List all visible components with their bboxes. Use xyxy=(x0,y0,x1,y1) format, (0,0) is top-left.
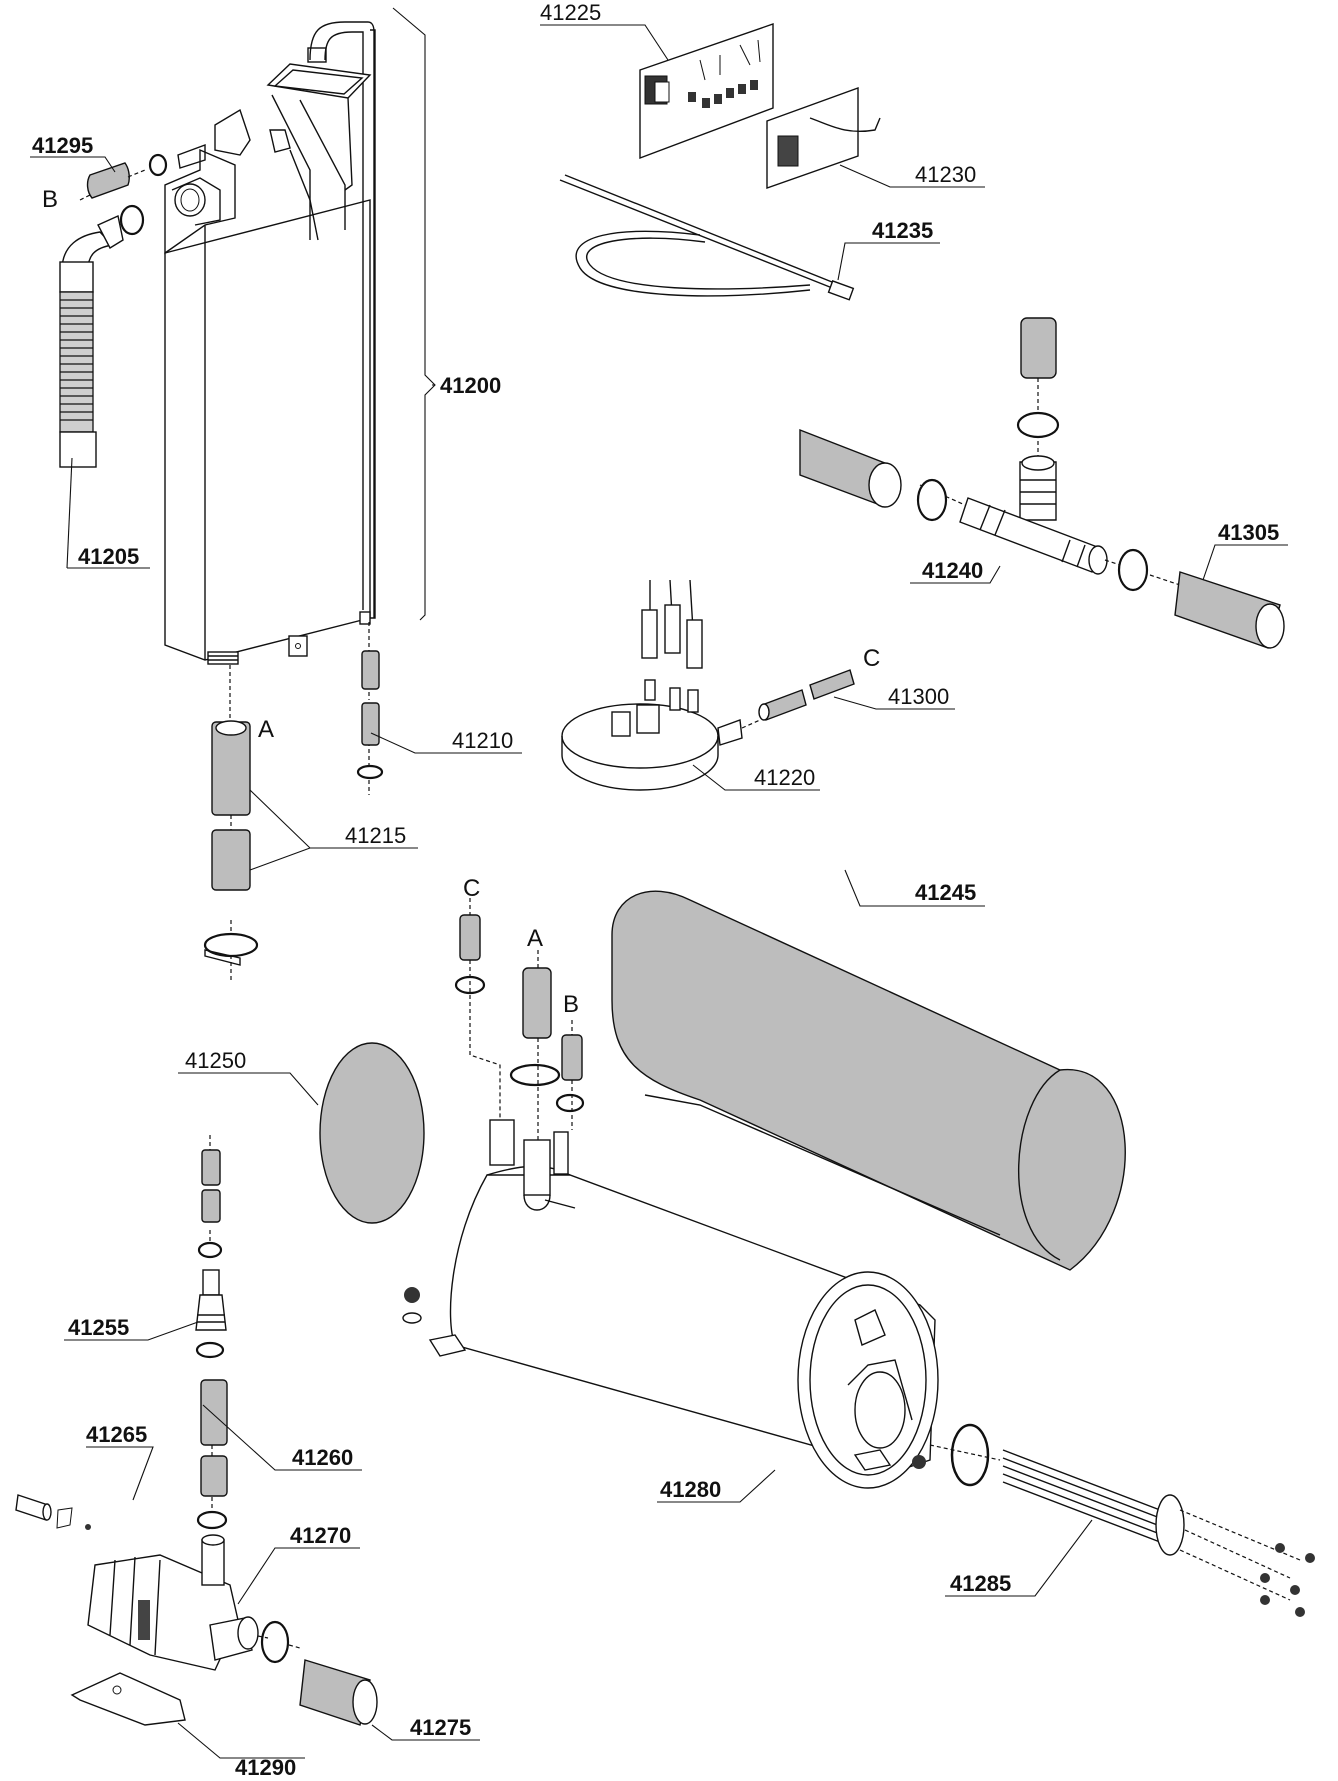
insulation-41245 xyxy=(611,890,1126,1271)
t-fitting-41240 xyxy=(799,317,1181,592)
pump-hose-41275 xyxy=(299,1659,378,1726)
fitting-41255 xyxy=(195,1269,227,1359)
gasket xyxy=(950,1423,990,1487)
pump-hose-upper xyxy=(197,1135,223,1259)
label-41210: 41210 xyxy=(452,728,513,753)
hose-41300 xyxy=(741,669,855,729)
boiler-nut xyxy=(912,1455,926,1469)
label-41220: 41220 xyxy=(754,765,815,790)
label-41280: 41280 xyxy=(660,1477,721,1502)
boiler-41280 xyxy=(402,1119,939,1489)
label-41265: 41265 xyxy=(86,1422,147,1447)
label-41225: 41225 xyxy=(540,0,601,25)
label-41200: 41200 xyxy=(440,373,501,398)
tank-assembly-41200 xyxy=(164,21,376,665)
label-41290: 41290 xyxy=(235,1755,296,1780)
cable-41235 xyxy=(559,174,855,301)
label-41215: 41215 xyxy=(345,823,406,848)
label-41235: 41235 xyxy=(872,218,933,243)
pump-bracket-41290 xyxy=(70,1672,186,1726)
capacitor-41265 xyxy=(15,1494,91,1530)
control-pcb-41225 xyxy=(639,23,774,160)
label-41205: 41205 xyxy=(78,544,139,569)
label-41250: 41250 xyxy=(185,1048,246,1073)
assembly-bracket xyxy=(392,7,436,621)
connector-b-boiler: B xyxy=(563,991,579,1018)
label-41245: 41245 xyxy=(915,880,976,905)
leader-lines xyxy=(30,24,1288,1759)
label-41295: 41295 xyxy=(32,133,93,158)
connector-a-boiler: A xyxy=(527,925,543,952)
connector-c-boiler: C xyxy=(463,875,480,902)
hose-41210 xyxy=(356,622,384,795)
boiler-hose-c xyxy=(454,898,501,1120)
boiler-hose-a xyxy=(509,950,561,1140)
label-41285: 41285 xyxy=(950,1571,1011,1596)
label-41240: 41240 xyxy=(922,558,983,583)
connector-b-top: B xyxy=(42,186,58,213)
connector-c-top: C xyxy=(863,645,880,672)
connector-letters: B A C C A B xyxy=(42,186,880,1018)
hose-41205 xyxy=(59,204,145,468)
label-41260: 41260 xyxy=(292,1445,353,1470)
aux-pcb-41230 xyxy=(766,87,881,189)
hose-41295 xyxy=(79,143,206,201)
label-41230: 41230 xyxy=(915,162,976,187)
label-41275: 41275 xyxy=(410,1715,471,1740)
label-41270: 41270 xyxy=(290,1523,351,1548)
label-41305: 41305 xyxy=(1218,520,1279,545)
heating-element-41285 xyxy=(929,1444,1315,1617)
hose-41305 xyxy=(1174,571,1285,649)
end-cap-41250 xyxy=(319,1042,425,1224)
boiler-hose-b xyxy=(555,1020,585,1130)
part-labels: 41295 41205 41200 41210 41215 41225 4123… xyxy=(32,0,1279,1780)
label-41255: 41255 xyxy=(68,1315,129,1340)
hose-41215 xyxy=(203,665,259,980)
connector-a-top: A xyxy=(258,716,274,743)
pump-hose-41260 xyxy=(196,1379,228,1530)
label-41300: 41300 xyxy=(888,684,949,709)
pressure-switch-41220 xyxy=(561,579,743,791)
pump-41270 xyxy=(87,1534,301,1671)
